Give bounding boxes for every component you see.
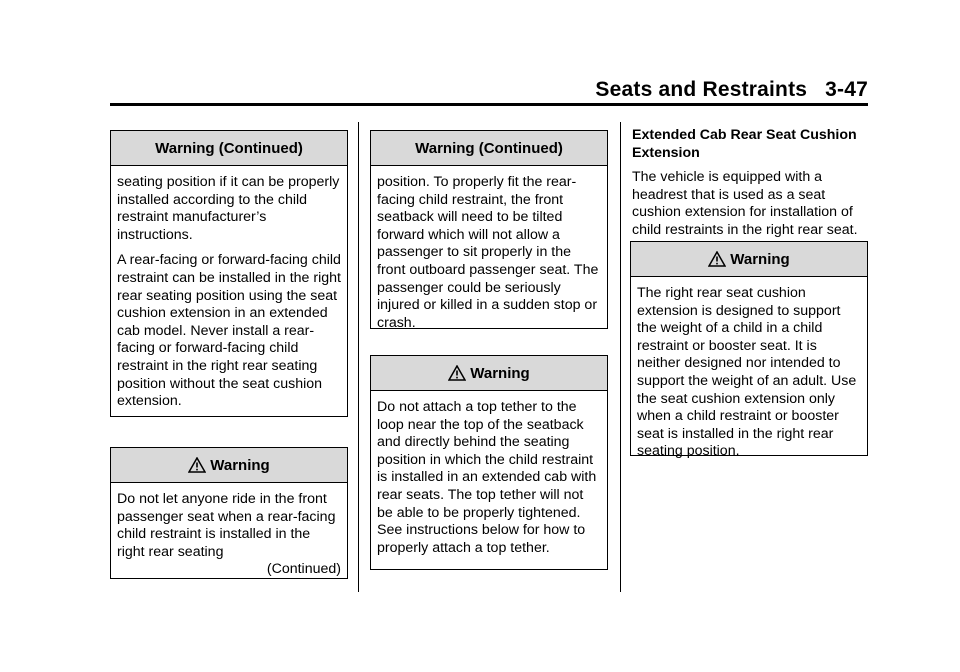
warning-box-title: Warning (Continued): [111, 131, 347, 166]
warning-box-body: position. To properly fit the rear-facin…: [371, 166, 607, 338]
warning-box-body: Do not let anyone ride in the front pass…: [111, 483, 347, 585]
column-divider-1: [358, 122, 359, 592]
warning-box-title-text: Warning: [730, 250, 790, 268]
warning-paragraph: A rear-facing or forward-facing child re…: [117, 252, 341, 410]
warning-box-body: seating position if it can be properly i…: [111, 166, 347, 417]
warning-triangle-icon: [708, 251, 727, 267]
warning-box-title: Warning (Continued): [371, 131, 607, 166]
column-divider-2: [620, 122, 621, 592]
page-number: 3-47: [825, 78, 868, 101]
warning-box-front-seat: Warning Do not let anyone ride in the fr…: [110, 447, 348, 579]
continued-label: (Continued): [266, 561, 341, 578]
warning-continued-box-2: Warning (Continued) position. To properl…: [370, 130, 608, 331]
extended-cab-section: Extended Cab Rear Seat Cushion Extension…: [632, 127, 870, 240]
warning-box-body: Do not attach a top tether to the loop n…: [371, 391, 607, 563]
warning-continued-box-1: Warning (Continued) seating position if …: [110, 130, 348, 417]
section-title: Seats and Restraints: [595, 78, 808, 101]
warning-box-title-text: Warning (Continued): [415, 139, 563, 157]
warning-box-top-tether: Warning Do not attach a top tether to th…: [370, 355, 608, 570]
warning-paragraph: The right rear seat cushion extension is…: [637, 285, 857, 460]
warning-box-title-text: Warning: [470, 364, 530, 382]
warning-triangle-icon: [448, 365, 467, 381]
warning-box-title-text: Warning (Continued): [155, 139, 303, 157]
section-header: Seats and Restraints 3-47: [595, 78, 868, 102]
header-rule: [110, 103, 868, 106]
warning-paragraph: Do not attach a top tether to the loop n…: [377, 399, 597, 556]
warning-triangle-icon: [188, 457, 207, 473]
section-subheading: Extended Cab Rear Seat Cushion Extension: [632, 127, 857, 161]
body-paragraph: The vehicle is equipped with a headrest …: [632, 169, 858, 238]
warning-box-title: Warning: [371, 356, 607, 391]
warning-box-cushion-extension: Warning The right rear seat cushion exte…: [630, 241, 868, 459]
warning-box-body: The right rear seat cushion extension is…: [631, 277, 867, 467]
warning-paragraph: Do not let anyone ride in the front pass…: [117, 491, 336, 560]
warning-box-title: Warning: [111, 448, 347, 483]
warning-box-title: Warning: [631, 242, 867, 277]
warning-box-title-text: Warning: [210, 456, 270, 474]
warning-paragraph: position. To properly fit the rear-facin…: [377, 174, 599, 331]
warning-paragraph: seating position if it can be properly i…: [117, 174, 340, 243]
